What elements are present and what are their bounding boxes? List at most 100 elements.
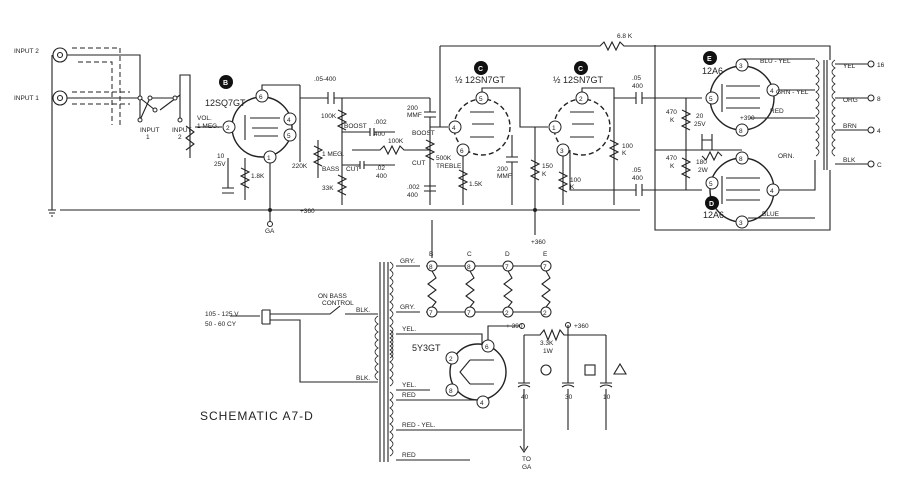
wire-gry-2: GRY.: [400, 304, 415, 311]
wire-red: RED: [770, 108, 784, 115]
wire-blue: BLUE: [762, 211, 780, 218]
svg-text:3: 3: [739, 63, 743, 70]
svg-text:8: 8: [449, 388, 453, 395]
v3-type: ½ 12SN7GT: [553, 75, 604, 85]
r-bass-value: 1 MEG.: [322, 151, 344, 158]
svg-text:3: 3: [739, 220, 743, 227]
svg-text:6: 6: [259, 94, 263, 101]
rectifier-5y3gt: 2 8 6 4 5Y3GT + 390: [412, 323, 525, 409]
svg-text:2: 2: [226, 125, 230, 132]
schematic-title: SCHEMATIC A7-D: [200, 409, 314, 423]
r-3.3k: 3.3K: [540, 340, 554, 347]
badge-c-icon: [474, 61, 488, 75]
svg-text:2: 2: [449, 356, 453, 363]
r-1.5k: 1.5K: [469, 181, 483, 188]
wire-yel-2: YEL.: [402, 382, 416, 389]
sock-d: 7 2 D: [502, 251, 514, 318]
input-jacks: INPUT 2 INPUT 1 INPUT 1 INPUT 2: [14, 47, 192, 217]
svg-text:7: 7: [429, 310, 433, 317]
treble-value: 500K: [436, 155, 452, 162]
svg-text:8: 8: [467, 264, 471, 271]
switch-label: ON BASS: [318, 293, 348, 300]
wire-red-2: RED: [402, 452, 416, 459]
svg-text:4: 4: [452, 125, 456, 132]
treble-label: TREBLE: [436, 163, 462, 170]
vol-label: VOL.: [197, 115, 212, 122]
r-33k: 33K: [322, 185, 334, 192]
wire-red-yel: RED - YEL.: [402, 422, 436, 429]
v5-type: 12A6: [703, 210, 724, 220]
r-410k: 470: [666, 155, 677, 162]
r-410k-u: K: [670, 163, 675, 170]
r-220k: 220K: [292, 163, 308, 170]
v2-type: ½ 12SN7GT: [455, 75, 506, 85]
power-transformer: 105 - 125 V 50 - 60 CY ON BASS CONTROL B…: [205, 258, 522, 462]
svg-text:8: 8: [739, 128, 743, 135]
v-in: 105 - 125 V: [205, 311, 239, 318]
c-05-a: .05: [632, 75, 641, 82]
v1-type: 12SQ7GT: [205, 98, 246, 108]
sock-b: 8 7 B: [426, 251, 438, 318]
svg-text:4: 4: [770, 188, 774, 195]
svg-text:C: C: [467, 251, 472, 258]
switch-input-1b: 1: [146, 134, 150, 141]
svg-text:1: 1: [552, 125, 556, 132]
svg-text:B: B: [429, 251, 433, 258]
term-16: 16: [877, 62, 885, 69]
ga-label: GA: [265, 228, 275, 235]
term-4: 4: [877, 128, 881, 135]
feedback-loop: 6.8 K: [439, 33, 831, 127]
badge-d-icon: [705, 196, 719, 210]
wire-gry-1: GRY.: [400, 258, 415, 265]
r-100k-2: 100K: [388, 138, 404, 145]
c-200: 200: [407, 105, 418, 112]
bass-label: BASS: [322, 166, 340, 173]
c-20-v: 25V: [694, 121, 706, 128]
cut-label-1: CUT: [346, 166, 359, 173]
rect-type: 5Y3GT: [412, 343, 441, 353]
tube-v2-12sn7gt: 5 4 6 C ½ 12SN7GT 1.5K 200 MMF 150 K +36…: [448, 61, 553, 246]
svg-text:6: 6: [460, 148, 464, 155]
c-cathode-value: 10: [217, 153, 225, 160]
wire-orn: ORN.: [778, 153, 794, 160]
svg-text:C: C: [478, 66, 483, 73]
svg-text:5: 5: [479, 96, 483, 103]
c-002: .002: [374, 119, 387, 126]
r-470k-u: K: [670, 117, 675, 124]
r-6.8k: 6.8 K: [617, 33, 633, 40]
c-20: 20: [696, 113, 704, 120]
cut-label-2: CUT: [412, 160, 425, 167]
boost-label-2: BOOST: [412, 130, 435, 137]
c-40: 40: [521, 394, 529, 401]
freq: 50 - 60 CY: [205, 321, 237, 328]
wire-blu-yel: BLU - YEL: [760, 58, 791, 65]
c-002-2: .002: [407, 184, 420, 191]
svg-text:8: 8: [429, 264, 433, 271]
svg-text:2: 2: [579, 96, 583, 103]
svg-text:D: D: [505, 251, 510, 258]
svg-text:D: D: [709, 201, 714, 208]
c-cathode-volt: 25V: [214, 161, 226, 168]
svg-text:7: 7: [467, 310, 471, 317]
c-02-v: 400: [376, 173, 387, 180]
input-2-label: INPUT 2: [14, 48, 39, 55]
wire-org: ORG: [843, 97, 858, 104]
wire-blk: BLK: [843, 157, 856, 164]
r-100k-4: 100: [622, 143, 633, 150]
wire-yel-1: YEL.: [402, 326, 416, 333]
svg-text:E: E: [543, 251, 548, 258]
svg-text:5: 5: [709, 96, 713, 103]
filter-network: 3.3K 1W +360 40 30 10 TO GA: [517, 322, 627, 471]
tube-v4-12a6: 3 4 5 8 E 12A6 BLU - YEL GRN - YEL RED +…: [702, 51, 815, 137]
cap-b-icon: [584, 364, 596, 376]
r-1w: 1W: [543, 348, 554, 355]
wire-brn: BRN: [843, 123, 857, 130]
switch-input-2b: 2: [178, 134, 182, 141]
b-360-supply: +360: [574, 323, 589, 330]
c-05-a-v: 400: [632, 83, 643, 90]
svg-text:8: 8: [739, 156, 743, 163]
svg-text:4: 4: [287, 117, 291, 124]
badge-c2-icon: [574, 61, 588, 75]
b-360-b: +360: [531, 239, 546, 246]
wire-blk-2: BLK.: [356, 375, 370, 382]
